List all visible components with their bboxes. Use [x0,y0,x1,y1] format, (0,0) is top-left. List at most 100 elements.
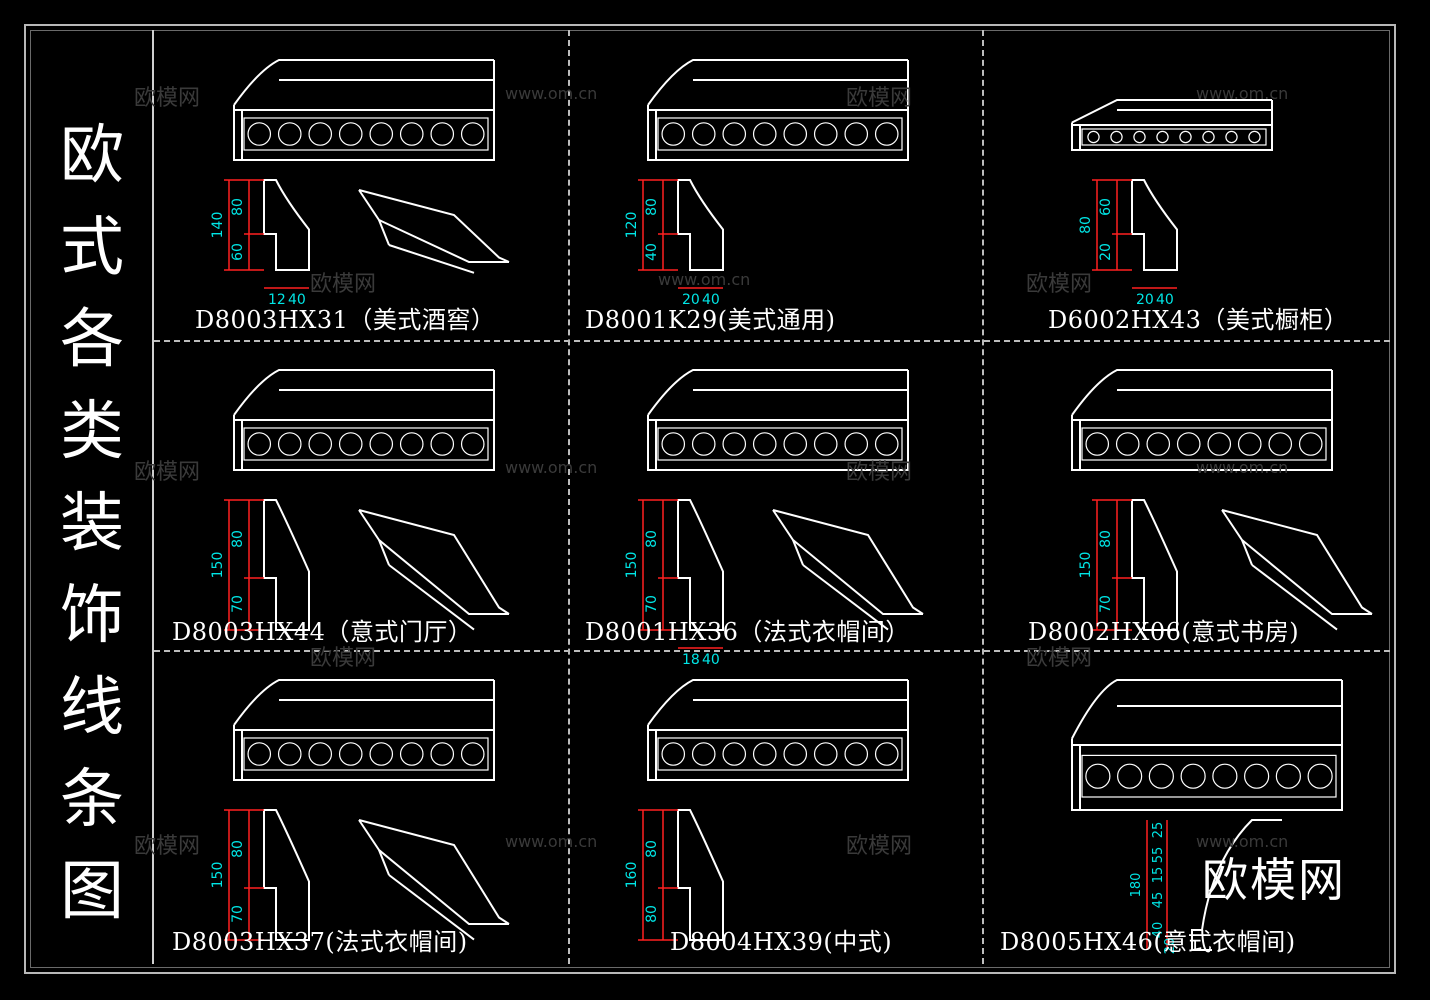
moulding-elevation [233,369,495,471]
dimension-label: 150 [624,552,640,579]
moulding-elevation [233,59,495,161]
watermark: 欧模网 [1026,272,1093,297]
moulding-caption: D8004HX39(中式) [670,928,893,956]
watermark-url: www.om.cn [1196,832,1289,851]
dimension-label: 150 [210,862,226,889]
moulding-profile [263,809,310,941]
watermark: 欧模网 [846,834,913,859]
watermark-url: www.om.cn [658,270,751,289]
moulding-caption: D8003HX44（意式门厅） [172,618,473,646]
dimension-label: 60 [230,243,246,261]
dimension-label: 70 [230,905,246,923]
moulding-profile [677,499,724,631]
moulding-elevation [1071,369,1333,471]
dimension-label: 40 [702,292,720,308]
watermark: 欧模网 [846,460,913,485]
watermark: 欧模网 [134,460,201,485]
dimension-label: 80 [644,840,660,858]
moulding-caption: D6002HX43（美式橱柜） [1048,306,1349,334]
grid-divider-vertical [982,30,984,964]
dimension-label: 20 [1163,938,1178,955]
moulding-caption: D8003HX37(法式衣帽间) [172,928,468,956]
moulding-profile [1191,819,1282,951]
dimension-lines [224,809,264,941]
moulding-caption: D8001K29(美式通用) [585,306,836,334]
moulding-elevation [647,369,909,471]
title-char: 饰 [60,579,124,653]
watermark-url: www.om.cn [505,84,598,103]
moulding-profile [263,179,310,271]
moulding-caption: D8002HX06(意式书房) [1028,618,1300,646]
dimension-lines [638,179,723,289]
dimension-label: 150 [1078,552,1094,579]
dimension-label: 15 [1151,867,1166,884]
grid-divider-horizontal [154,650,1390,652]
dimension-label: 55 [1151,847,1166,864]
watermark-url: www.om.cn [1196,458,1289,477]
dimension-lines [1146,820,1168,950]
dimension-label: 40 [702,652,720,668]
drawing-frame-outer [24,24,1396,974]
dimension-label: 70 [644,595,660,613]
dimension-label: 80 [644,905,660,923]
moulding-profile [263,499,310,631]
moulding-profile [677,809,724,941]
dimension-label: 150 [210,552,226,579]
watermark: 欧模网 [310,646,377,671]
dimension-label: 45 [1151,892,1166,909]
dimension-label: 80 [230,840,246,858]
watermark: 欧模网 [1026,646,1093,671]
moulding-perspective [772,509,924,631]
moulding-perspective [358,509,510,631]
dimension-label: 80 [1098,530,1114,548]
dimension-label: 20 [1098,243,1114,261]
watermark-url: www.om.cn [505,832,598,851]
dimension-label: 80 [230,198,246,216]
grid-divider-vertical [568,30,570,964]
moulding-elevation [647,59,909,161]
vertical-title: 欧 式 各 类 装 饰 线 条 图 [30,110,154,938]
dimension-label: 40 [288,292,306,308]
title-column: 欧 式 各 类 装 饰 线 条 图 [30,30,154,964]
title-char: 线 [60,671,124,745]
dimension-label: 40 [1156,292,1174,308]
dimension-label: 160 [624,862,640,889]
title-char: 欧 [60,119,124,193]
dimension-label: 70 [1098,595,1114,613]
drawing-frame-inner [30,30,1390,968]
dimension-label: 80 [644,198,660,216]
watermark-url: www.om.cn [1196,84,1289,103]
watermark: 欧模网 [134,834,201,859]
title-char: 装 [60,487,124,561]
title-char: 类 [60,395,124,469]
dimension-lines [638,499,723,649]
site-logo: 欧模网 [1202,853,1346,907]
dimension-label: 70 [230,595,246,613]
dimension-label: 80 [1078,216,1094,234]
dimension-label: 140 [210,212,226,239]
title-char: 条 [60,763,124,837]
moulding-profile [1131,179,1178,271]
dimension-label: 20 [682,292,700,308]
watermark: 欧模网 [310,272,377,297]
dimension-label: 80 [230,530,246,548]
watermark: 欧模网 [134,86,201,111]
dimension-label: 40 [644,243,660,261]
moulding-elevation [233,679,495,781]
dimension-lines [1092,179,1177,289]
moulding-profile [1131,499,1178,631]
dimension-label: 40 [1151,922,1166,939]
moulding-caption: D8003HX31（美式酒窖） [195,306,496,334]
dimension-lines [638,809,678,941]
moulding-elevation [1071,679,1343,811]
dimension-label: 120 [624,212,640,239]
moulding-caption: D8001HX36（法式衣帽间） [585,618,910,646]
